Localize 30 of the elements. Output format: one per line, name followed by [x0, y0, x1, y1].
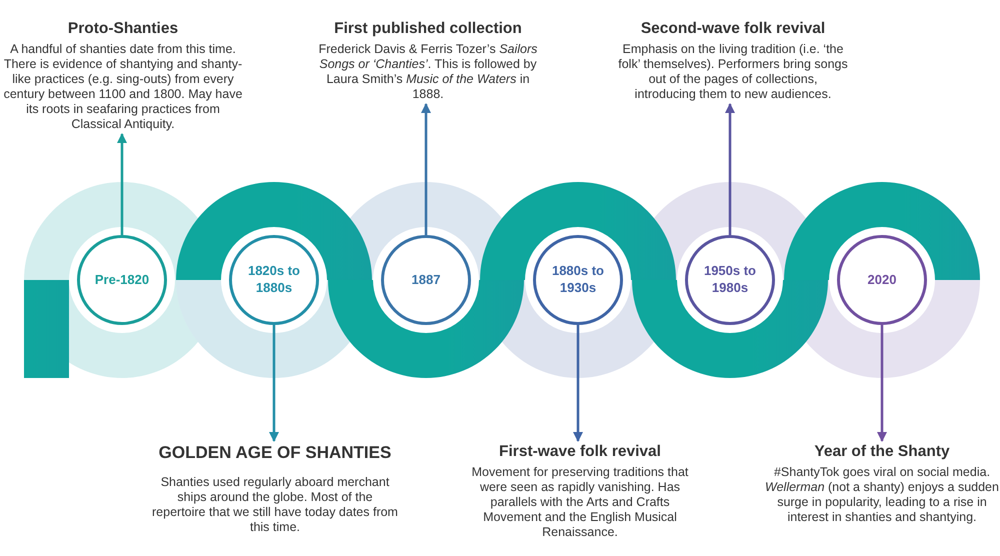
year-label: 1887: [412, 272, 440, 288]
event-description: Emphasis on the living tradition (i.e. ‘the folk’ themselves). Performers bring songs out of the pages of collections, introducing them to new audiences.: [618, 42, 848, 102]
arrow: [877, 325, 887, 442]
year-label: 1950s to 1980s: [702, 263, 758, 297]
event-description: Frederick Davis & Ferris Tozer’s Sailors Songs or ‘Chanties’. This is followed by Laura Smith’s Music of the Waters in 1888.: [318, 42, 538, 102]
event-heading: First published collection: [333, 20, 523, 38]
event-description: A handful of shanties date from this time. There is evidence of shantying and shanty-like practices (e.g. sing-outs) from every century between 1100 and 1800. May have its roots in seafaring practices from Classical Antiquity.: [2, 42, 244, 132]
event-heading: Year of the Shanty: [813, 443, 951, 461]
arrow: [117, 133, 127, 235]
year-circle: [229, 235, 319, 325]
year-circle: [533, 235, 623, 325]
year-circle: [837, 235, 927, 325]
year-circle: [77, 235, 167, 325]
event-heading: First-wave folk revival: [498, 443, 662, 461]
year-label: 2020: [868, 272, 896, 288]
year-label: 1880s to 1930s: [550, 263, 606, 297]
arrow: [573, 325, 583, 442]
event-description: Movement for preserving traditions that were seen as rapidly vanishing. Has parallels with the Arts and Crafts Movement and the English Musical Renaissance.: [470, 465, 690, 540]
arrow: [421, 103, 431, 235]
year-circle: [381, 235, 471, 325]
event-description: Shanties used regularly aboard merchant ships around the globe. Most of the repertoire that we still have today dates from this time.: [151, 475, 399, 535]
arrow: [269, 325, 279, 442]
event-heading: GOLDEN AGE OF SHANTIES: [158, 443, 392, 463]
arrow: [725, 103, 735, 235]
year-label: 1820s to 1880s: [246, 263, 302, 297]
event-heading: Proto-Shanties: [66, 20, 180, 38]
year-circle: [685, 235, 775, 325]
event-heading: Second-wave folk revival: [640, 20, 826, 38]
event-description: #ShantyTok goes viral on social media. Wellerman (not a shanty) enjoys a sudden surge in popularity, leading to a rise in interest in shanties and shantying.: [764, 465, 1000, 525]
year-label: Pre-1820: [94, 272, 150, 288]
